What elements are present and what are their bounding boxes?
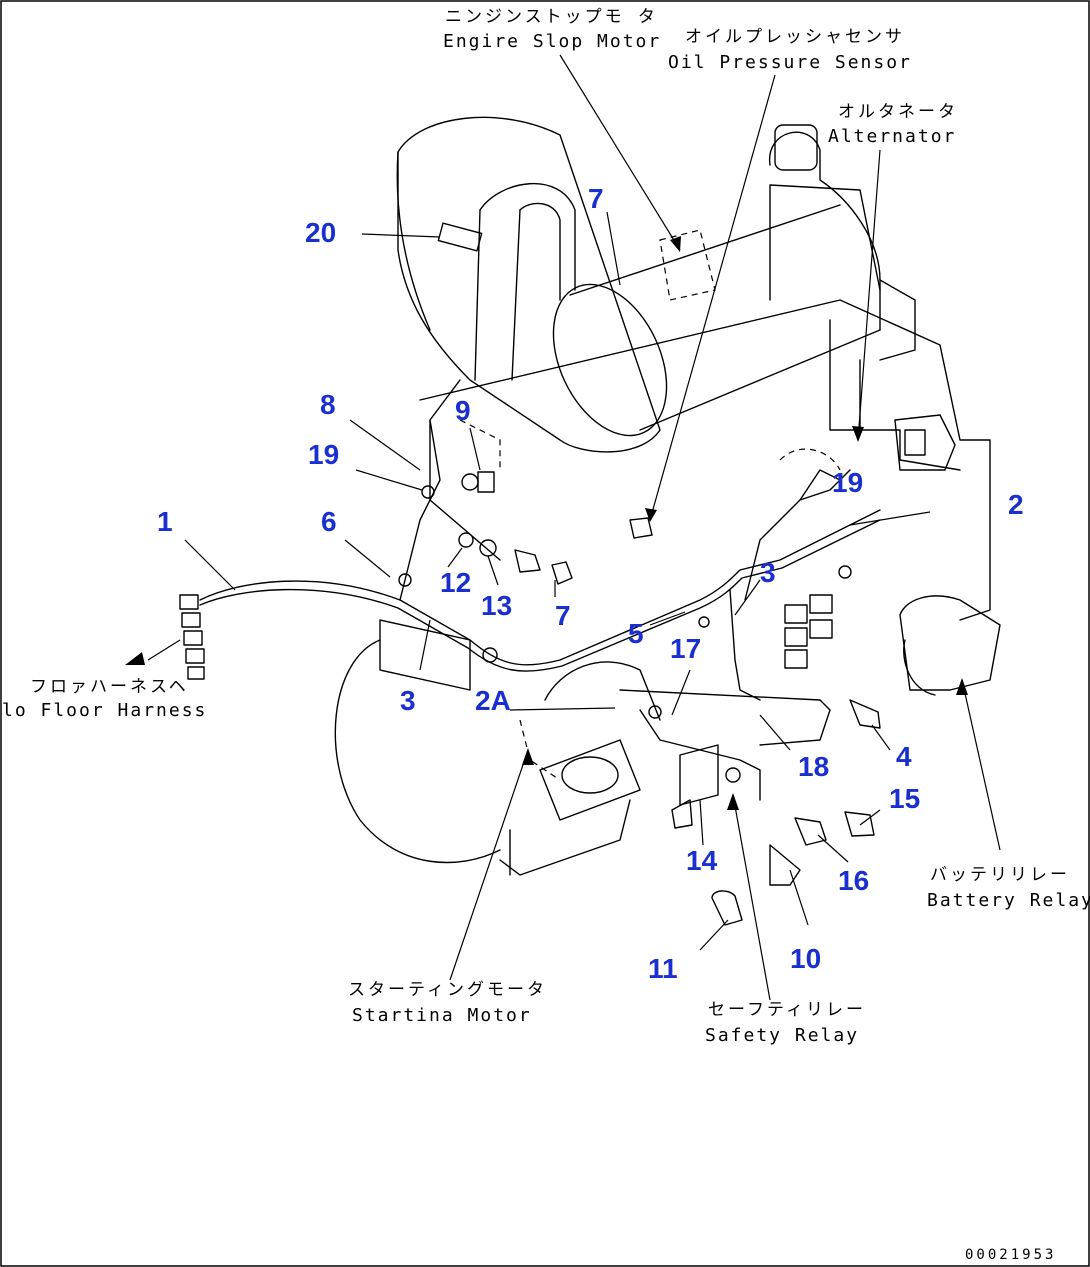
part-number-7-bottom: 7 [555, 600, 571, 631]
part-number-20: 20 [305, 217, 336, 248]
part-number-2a: 2A [475, 685, 511, 716]
part-number-2: 2 [1008, 489, 1024, 520]
battery-relay-label-jp: バッテリリレー [930, 865, 1070, 885]
part-number-9: 9 [455, 395, 471, 426]
part-number-19-right: 19 [832, 467, 863, 498]
part-number-8: 8 [320, 389, 336, 420]
part-number-18: 18 [798, 751, 829, 782]
leader-lines [125, 54, 1001, 1001]
part-number-3-left: 3 [400, 685, 416, 716]
part-number-4: 4 [896, 741, 912, 772]
floor-harness-label-en: lo Floor Harness [2, 700, 207, 721]
part-number-17: 17 [670, 633, 701, 664]
part-number-14: 14 [686, 845, 718, 876]
starting-motor-label-jp: スターティングモータ [348, 980, 547, 1000]
part-number-7-top: 7 [588, 183, 604, 214]
drawing-code: 00021953 [965, 1247, 1056, 1263]
safety-relay-label-jp: セーフティリレー [708, 1000, 866, 1020]
part-number-12: 12 [440, 567, 471, 598]
part-number-19-left: 19 [308, 439, 339, 470]
battery-relay-label-en: Battery Relay [927, 890, 1090, 911]
safety-relay-label-en: Safety Relay [705, 1025, 859, 1046]
part-number-6: 6 [321, 506, 337, 537]
engine-drawing [179, 116, 1001, 926]
oil-pressure-sensor-label-en: Oil Pressure Sensor [668, 52, 912, 73]
part-number-3-right: 3 [760, 557, 776, 588]
oil-pressure-sensor-label-jp: オイルプレッシャセンサ [685, 27, 905, 47]
part-number-1: 1 [157, 506, 173, 537]
engine-stop-motor-label-en: Engire Slop Motor [443, 31, 661, 52]
alternator-label-jp: オルタネータ [838, 102, 958, 122]
part-number-11: 11 [648, 953, 678, 984]
engine-stop-motor-label-jp: ニンジンストップモ タ [445, 7, 658, 27]
part-number-10: 10 [790, 943, 821, 974]
alternator-label-en: Alternator [828, 126, 956, 147]
part-number-16: 16 [838, 865, 869, 896]
part-number-15: 15 [889, 783, 920, 814]
part-number-13: 13 [481, 590, 512, 621]
floor-harness-label-jp: フロァハーネスヘ [30, 677, 189, 697]
part-number-5: 5 [628, 618, 644, 649]
starting-motor-label-en: Startina Motor [352, 1005, 532, 1026]
